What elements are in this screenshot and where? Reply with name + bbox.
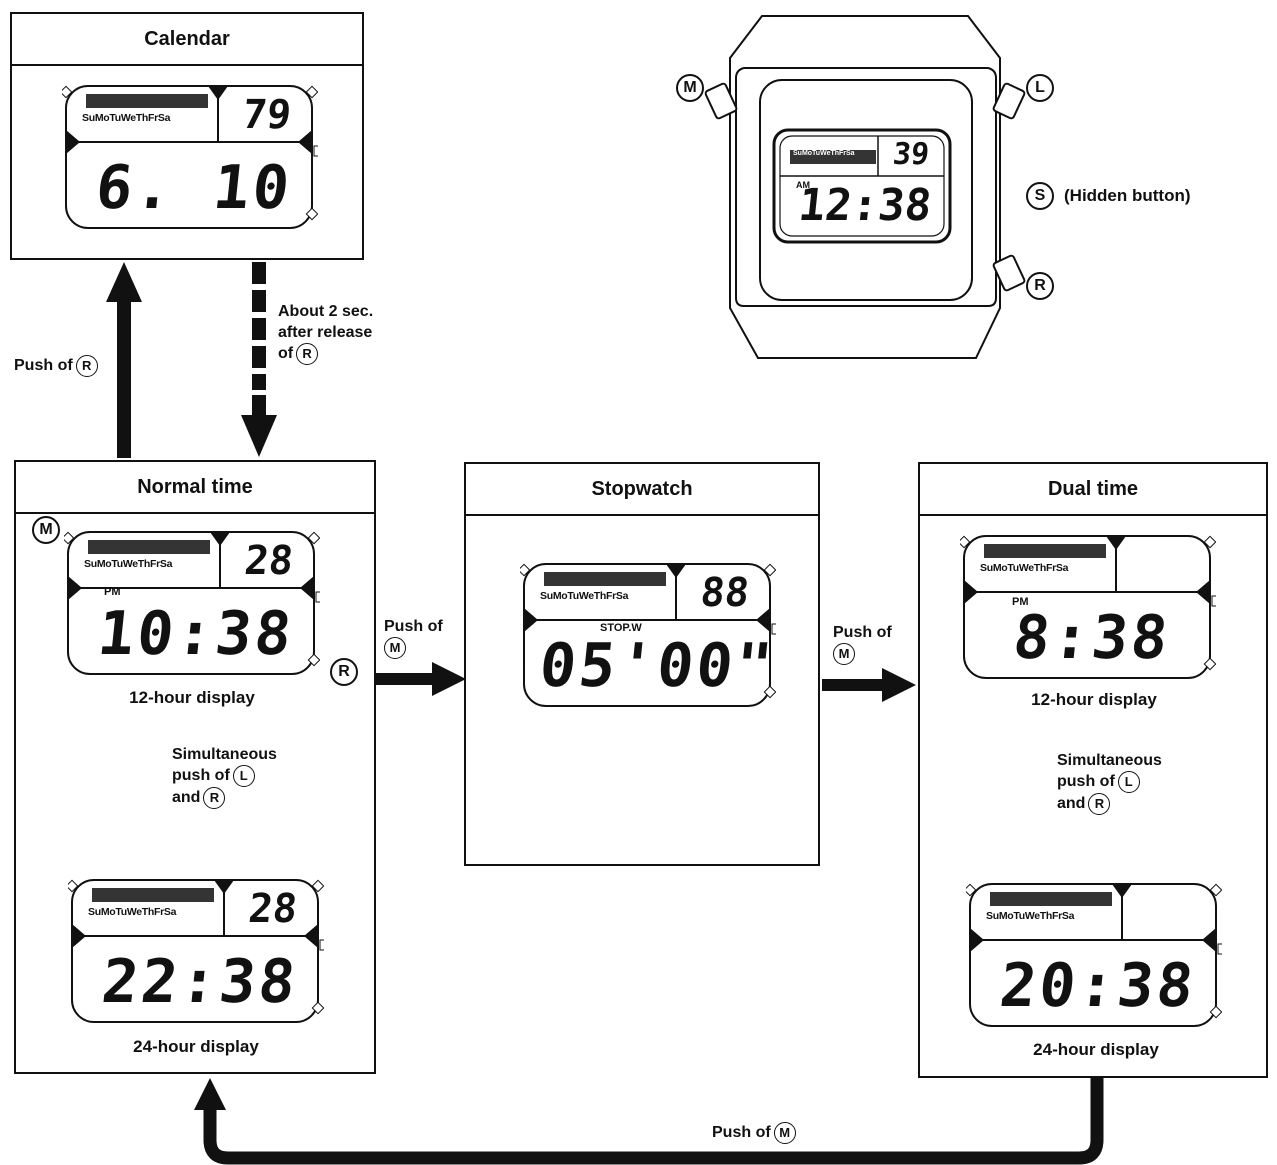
watch-button-s[interactable]: S (1026, 182, 1054, 210)
dual-24h-lcd: SuMoTuWeThFrSa 20:38 (966, 880, 1222, 1030)
hidden-button-label: (Hidden button) (1064, 186, 1191, 205)
watch-days-of-week: SuMoTuWeThFrSa (793, 150, 855, 157)
dual-12h-caption: 12-hour display (1031, 690, 1157, 709)
days-of-week: SuMoTuWeThFrSa (84, 558, 173, 570)
normal-24h-caption: 24-hour display (133, 1037, 259, 1056)
pm-indicator: PM (1012, 596, 1029, 608)
normal-12h-lcd: SuMoTuWeThFrSa 28 PM 10:38 (64, 528, 320, 678)
lcd-frame (64, 531, 320, 675)
normal-time-panel: Normal time (14, 460, 376, 1074)
lcd-time: 22:38 (98, 947, 302, 1017)
lcd-date (1117, 540, 1212, 588)
button-r-icon: R (203, 787, 226, 809)
watch-time: 12:38 (796, 180, 934, 231)
watch-am-indicator: AM (796, 180, 810, 190)
watch-button-r[interactable]: R (1026, 272, 1054, 300)
panel-title: Calendar (12, 14, 362, 66)
button-r-icon: R (75, 355, 98, 377)
lcd-time: 10:38 (94, 599, 298, 669)
arrow-normal-to-calendar (106, 262, 142, 458)
dual-24h-caption: 24-hour display (1033, 1040, 1159, 1059)
button-r-marker: R (330, 658, 358, 686)
lcd-date: 88 (698, 570, 752, 616)
button-r-icon: R (296, 343, 319, 365)
lcd-frame (960, 535, 1216, 679)
watch-date: 39 (891, 137, 931, 172)
normal-24h-lcd: SuMoTuWeThFrSa 28 22:38 (68, 876, 324, 1026)
lcd-time: 20:38 (996, 951, 1200, 1021)
days-of-week: SuMoTuWeThFrSa (88, 906, 177, 918)
days-of-week: SuMoTuWeThFrSa (82, 112, 171, 124)
button-m-icon: M (773, 1122, 796, 1144)
watch-illustration (704, 15, 1026, 359)
panel-title: Normal time (16, 462, 374, 514)
pm-indicator: PM (104, 586, 121, 598)
panel-title: Dual time (920, 464, 1266, 516)
days-of-week: SuMoTuWeThFrSa (986, 910, 1075, 922)
arrow-stopwatch-to-dual (822, 668, 916, 702)
lcd-time: 05'00" (536, 631, 779, 701)
lcd-date (1123, 888, 1218, 936)
lcd-time: 8:38 (1010, 603, 1174, 673)
lcd-frame (966, 883, 1222, 1027)
lcd-time: 6. 10 (92, 153, 296, 223)
button-m-marker: M (32, 516, 60, 544)
lcd-date: 28 (246, 886, 300, 932)
watch-button-l[interactable]: L (1026, 74, 1054, 102)
dual-12h-lcd: SuMoTuWeThFrSa PM 8:38 (960, 532, 1216, 682)
arrow-calendar-to-normal (241, 262, 277, 457)
arrow-normal-to-stopwatch (374, 662, 466, 696)
lcd-date: 79 (240, 92, 294, 138)
normal-12h-caption: 12-hour display (129, 688, 255, 707)
button-m-icon: M (384, 637, 406, 659)
stopwatch-indicator: STOP.W (600, 622, 642, 634)
lcd-frame (62, 85, 318, 229)
calendar-lcd: SuMoTuWeThFrSa 79 6. 10 (62, 82, 318, 232)
lcd-date: 28 (242, 538, 296, 584)
button-l-icon: L (232, 765, 255, 787)
lcd-frame (520, 563, 776, 707)
days-of-week: SuMoTuWeThFrSa (540, 590, 629, 602)
push-m-to-stopwatch-label: Push of M (384, 616, 443, 659)
days-of-week: SuMoTuWeThFrSa (980, 562, 1069, 574)
button-r-icon: R (1088, 793, 1111, 815)
watch-button-m[interactable]: M (676, 74, 704, 102)
button-m-icon: M (833, 643, 855, 665)
button-l-icon: L (1117, 771, 1140, 793)
panel-title: Stopwatch (466, 464, 818, 516)
stopwatch-lcd: SuMoTuWeThFrSa 88 STOP.W 05'00" (520, 560, 779, 710)
push-m-to-dual-label: Push of M (833, 622, 892, 665)
arrow-dual-to-normal (194, 1078, 1104, 1165)
lcd-frame (68, 879, 324, 1023)
